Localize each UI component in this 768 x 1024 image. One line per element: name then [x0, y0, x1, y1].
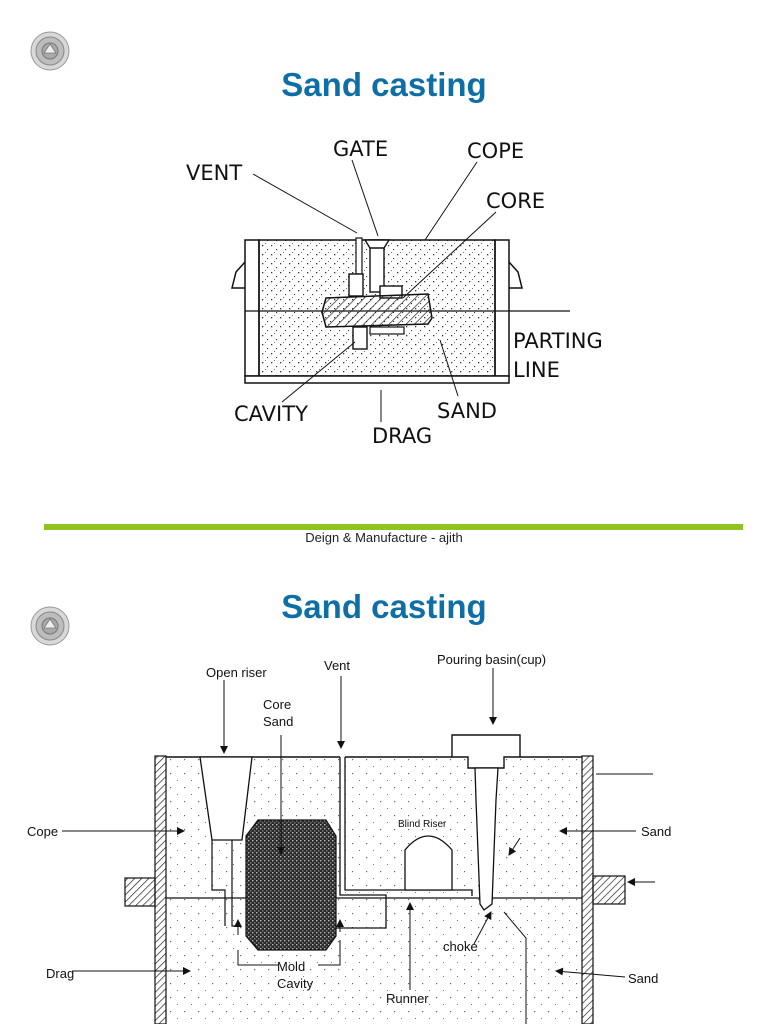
label-core-sand: Sand — [263, 714, 293, 729]
slide-title: Sand casting — [281, 66, 487, 103]
slide-2: Sand casting — [0, 560, 768, 1024]
label-drag: Drag — [46, 966, 74, 981]
label-choke: choke — [443, 939, 478, 954]
label-cavity: CAVITY — [234, 402, 308, 426]
label-runner: Runner — [386, 991, 429, 1006]
label-blind-riser: Blind Riser — [398, 819, 447, 830]
label-core: CORE — [486, 189, 545, 213]
label-pouring-basin: Pouring basin(cup) — [437, 652, 546, 667]
slide-1: Sand casting — [30, 31, 743, 545]
label-cope: COPE — [467, 139, 524, 163]
label-mold: Mold — [277, 959, 305, 974]
slide-title: Sand casting — [281, 588, 487, 625]
university-seal-icon — [30, 606, 70, 646]
label-parting: PARTING — [513, 329, 603, 353]
label-core: Core — [263, 697, 291, 712]
label-sand-top: Sand — [641, 824, 671, 839]
label-line: LINE — [513, 358, 560, 382]
footer-text: Deign & Manufacture - ajith — [305, 530, 463, 545]
label-cope: Cope — [27, 824, 58, 839]
core-shape — [245, 819, 337, 951]
label-open-riser: Open riser — [206, 665, 267, 680]
university-seal-icon — [30, 31, 70, 71]
label-vent: VENT — [186, 161, 242, 185]
mold-components-diagram: Open riser Vent Pouring basin(cup) Core … — [27, 652, 671, 1024]
core-shape — [321, 293, 433, 328]
label-drag: DRAG — [372, 424, 432, 448]
label-mold-cavity: Cavity — [277, 976, 314, 991]
footer-divider — [44, 524, 743, 530]
label-vent: Vent — [324, 658, 350, 673]
mold-cross-section-diagram: VENT GATE COPE CORE PARTING LINE CAVITY … — [186, 137, 603, 448]
label-gate: GATE — [333, 137, 388, 161]
label-sand-bottom: Sand — [628, 971, 658, 986]
label-sand: SAND — [437, 399, 497, 423]
